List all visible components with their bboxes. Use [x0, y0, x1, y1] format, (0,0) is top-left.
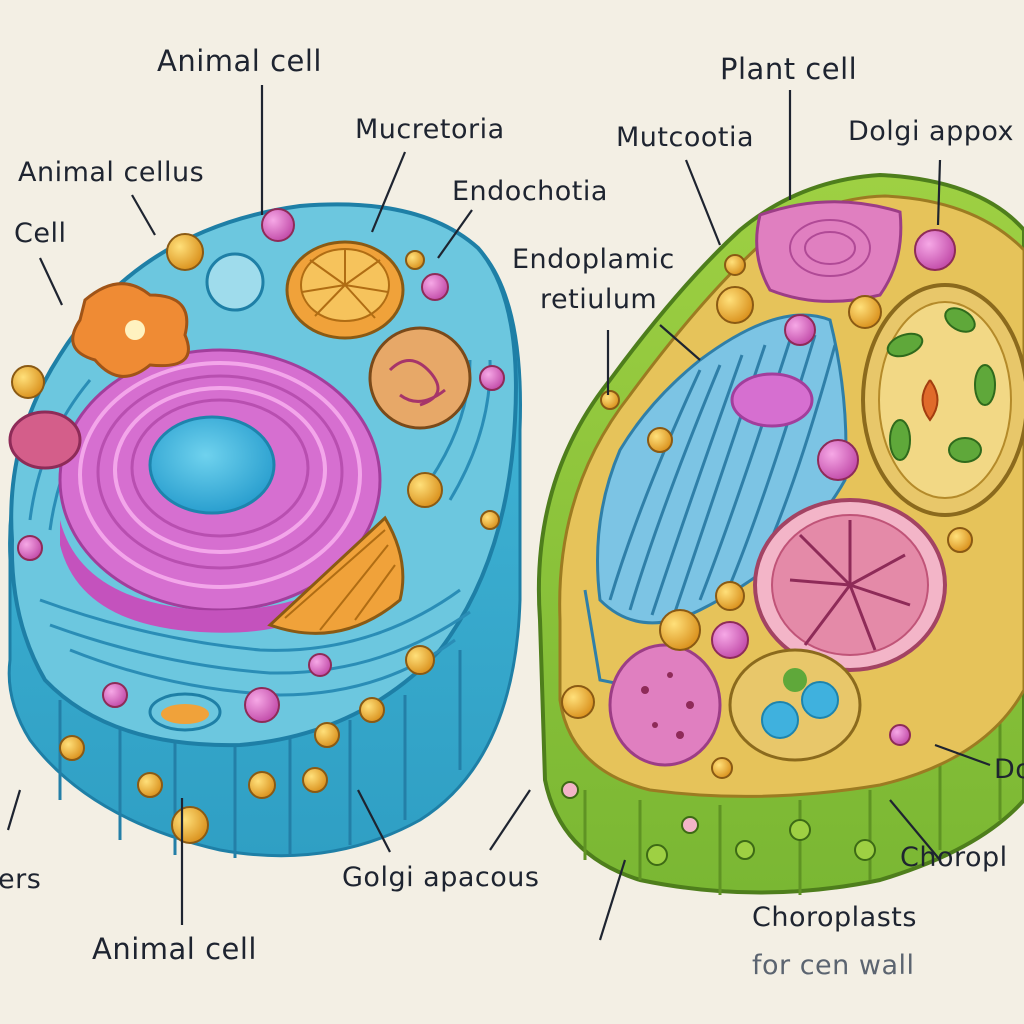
plant-nucleus	[753, 498, 947, 672]
plant-pink-granules	[711, 229, 956, 746]
label-endochotia: Endochotia	[452, 176, 608, 207]
animal-small-vesicle	[148, 692, 222, 732]
label-golgi-apparatus: Golgi apacous	[342, 862, 540, 893]
animal-flower-organelle	[71, 282, 190, 378]
animal-lysosome-right	[368, 326, 472, 430]
label-mutcootia: Mutcootia	[616, 122, 755, 153]
label-plant-cell: Plant cell	[720, 52, 858, 86]
label-reticulum: retiulum	[540, 284, 658, 315]
label-leader-lines	[6, 85, 991, 941]
label-endoplamic: Endoplamic	[512, 244, 675, 275]
label-do-partial: Do	[994, 754, 1024, 785]
animal-pink-granules	[17, 208, 505, 723]
label-chloroplasts: Choroplasts	[752, 902, 917, 933]
label-mucretoria: Mucretoria	[355, 114, 505, 145]
plant-chloroplast-bottom	[728, 648, 862, 762]
plant-pink-organelle-top	[755, 200, 903, 303]
plant-cell	[536, 172, 1024, 895]
animal-nucleus	[148, 415, 276, 515]
animal-pink-vesicle	[8, 410, 82, 470]
animal-orange-organelle-bottom	[267, 515, 405, 635]
label-animal-cellus: Animal cellus	[18, 157, 205, 188]
label-cell: Cell	[14, 218, 67, 249]
animal-cell	[7, 202, 522, 858]
plant-cell-wall-ridges	[583, 720, 1002, 895]
label-animal-cell-top: Animal cell	[157, 44, 322, 78]
label-ers-partial: ers	[0, 864, 42, 895]
label-animal-cell-bottom: Animal cell	[92, 932, 257, 966]
label-dolgi-appox: Dolgi appox	[848, 116, 1015, 147]
plant-pink-vacuole	[608, 643, 722, 767]
plant-chloroplast-right	[861, 283, 1024, 517]
animal-vacuole	[205, 252, 265, 312]
label-cell-wall: for cen wall	[752, 950, 915, 981]
label-chloroplast-partial: Choropl	[900, 842, 1008, 873]
plant-wall-pores	[561, 781, 876, 866]
plant-granules	[561, 254, 973, 779]
animal-orange-organelle-top	[285, 240, 405, 340]
